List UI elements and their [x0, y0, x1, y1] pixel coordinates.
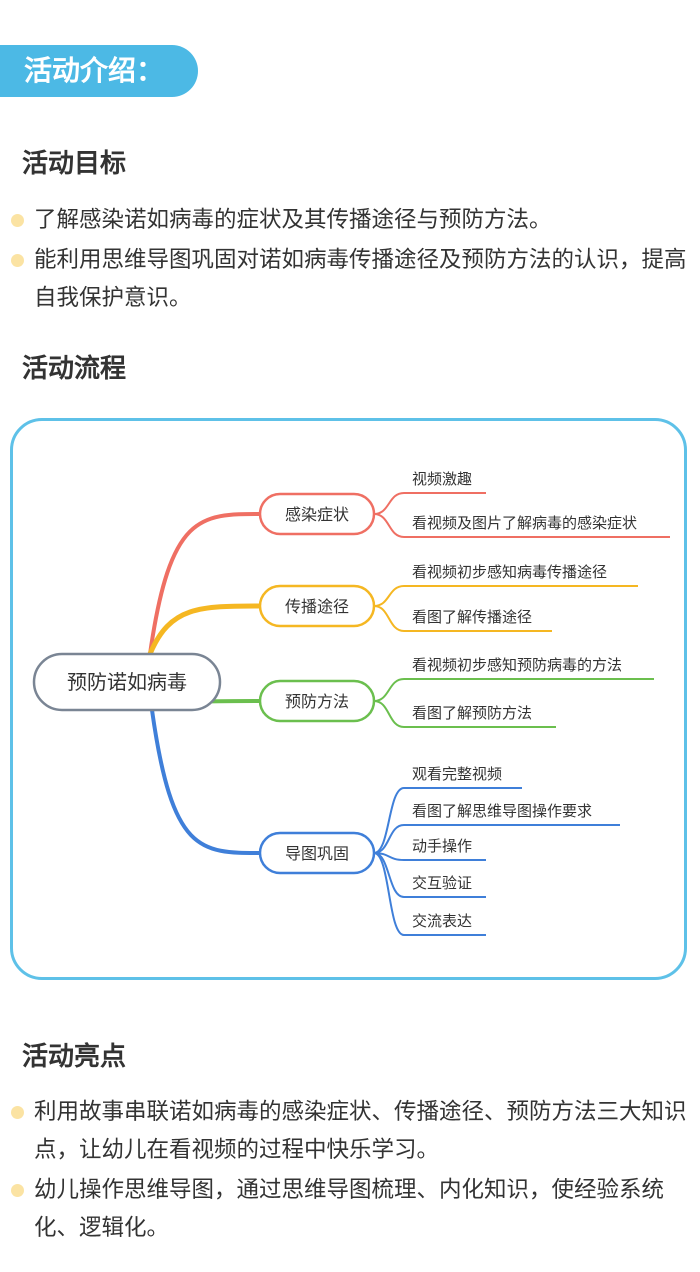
highlight-text: 利用故事串联诺如病毒的感染症状、传播途径、预防方法三大知识点，让幼儿在看视频的过… — [34, 1099, 687, 1163]
highlights-heading: 活动亮点 — [10, 1036, 139, 1073]
highlights-list: 利用故事串联诺如病毒的感染症状、传播途径、预防方法三大知识点，让幼儿在看视频的过… — [8, 1093, 693, 1249]
intro-title: 活动介绍： — [0, 45, 198, 97]
branch-connector — [148, 512, 262, 656]
branch-node: 感染症状 — [258, 492, 376, 536]
leaf-label: 交流表达 — [412, 912, 472, 930]
list-item: 利用故事串联诺如病毒的感染症状、传播途径、预防方法三大知识点，让幼儿在看视频的过… — [8, 1093, 693, 1169]
leaf-connector — [373, 787, 405, 854]
leaf-label: 视频激趣 — [412, 470, 472, 488]
process-heading-text: 活动流程 — [22, 354, 127, 384]
branch-label: 感染症状 — [285, 505, 349, 524]
leaf-connector — [373, 824, 405, 854]
leaf-connector — [373, 605, 405, 632]
goals-heading-text: 活动目标 — [22, 149, 127, 179]
leaf-label: 看视频及图片了解病毒的感染症状 — [412, 514, 637, 532]
leaf-label: 看视频初步感知病毒传播途径 — [412, 563, 607, 581]
branch-node: 导图巩固 — [258, 831, 376, 875]
leaf-connector — [373, 852, 405, 936]
leaf-label: 看图了解传播途径 — [412, 608, 532, 626]
branch-connector — [147, 603, 263, 657]
branch-node: 传播途径 — [258, 584, 376, 628]
branch-label: 预防方法 — [285, 692, 349, 711]
branch-label: 传播途径 — [285, 597, 349, 616]
process-heading: 活动流程 — [10, 348, 139, 385]
bullet-dot-icon — [11, 254, 24, 267]
goal-text: 了解感染诺如病毒的症状及其传播途径与预防方法。 — [34, 207, 552, 233]
leaf-label: 动手操作 — [412, 837, 472, 855]
goals-heading: 活动目标 — [10, 143, 139, 180]
bullet-dot-icon — [11, 1106, 24, 1119]
branch-label: 导图巩固 — [285, 844, 349, 863]
mindmap-frame — [10, 418, 687, 980]
leaf-label: 看图了解思维导图操作要求 — [412, 802, 592, 820]
center-node: 预防诺如病毒 — [32, 652, 222, 712]
leaf-label: 看视频初步感知预防病毒的方法 — [412, 656, 622, 674]
list-item: 能利用思维导图巩固对诺如病毒传播途径及预防方法的认识，提高自我保护意识。 — [8, 241, 693, 317]
list-item: 了解感染诺如病毒的症状及其传播途径与预防方法。 — [8, 201, 693, 239]
goals-list: 了解感染诺如病毒的症状及其传播途径与预防方法。 能利用思维导图巩固对诺如病毒传播… — [8, 201, 693, 319]
branch-node: 预防方法 — [258, 679, 376, 723]
leaf-label: 观看完整视频 — [412, 765, 502, 783]
leaf-connector — [373, 678, 405, 702]
highlights-heading-text: 活动亮点 — [22, 1042, 127, 1072]
leaf-label: 看图了解预防方法 — [412, 704, 532, 722]
highlight-text: 幼儿操作思维导图，通过思维导图梳理、内化知识，使经验系统化、逻辑化。 — [34, 1177, 665, 1241]
leaf-connector — [373, 513, 405, 538]
goal-text: 能利用思维导图巩固对诺如病毒传播途径及预防方法的认识，提高自我保护意识。 — [34, 247, 687, 311]
leaf-connector — [373, 700, 405, 728]
center-label: 预防诺如病毒 — [67, 670, 187, 694]
bullet-dot-icon — [11, 214, 24, 227]
list-item: 幼儿操作思维导图，通过思维导图梳理、内化知识，使经验系统化、逻辑化。 — [8, 1171, 693, 1247]
leaf-label: 交互验证 — [412, 874, 472, 892]
bullet-dot-icon — [11, 1184, 24, 1197]
leaf-connector — [373, 585, 405, 607]
leaf-connector — [373, 492, 405, 515]
branch-connector — [150, 708, 262, 855]
